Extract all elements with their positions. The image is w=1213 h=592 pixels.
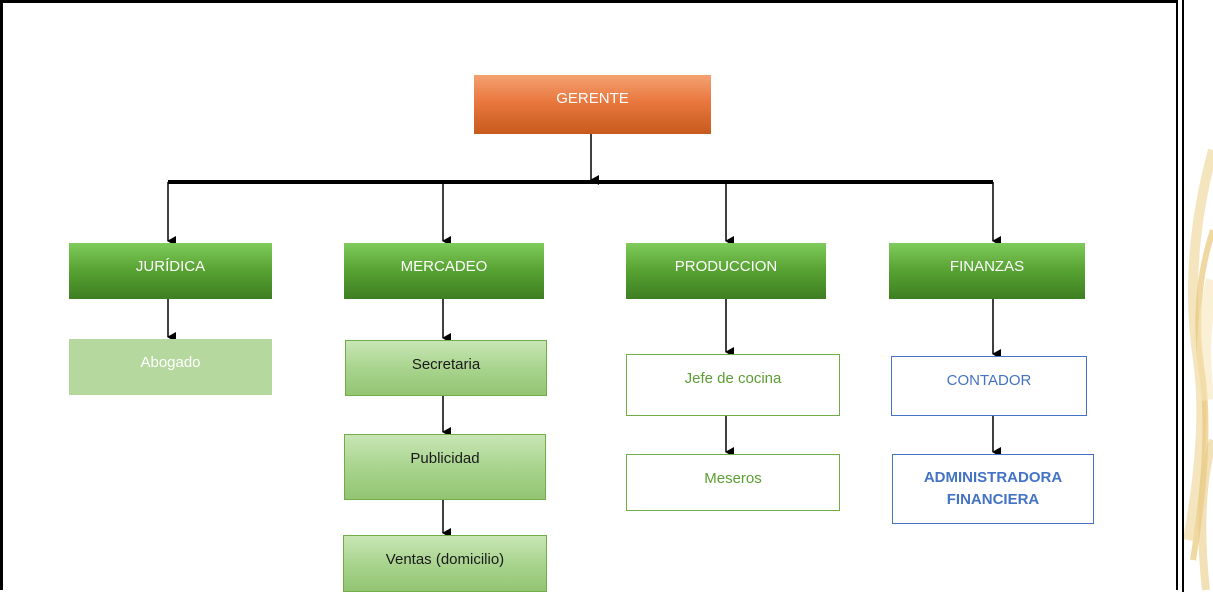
role-abogado-label: Abogado <box>140 354 201 371</box>
role-jefe-de-cocina-label: Jefe de cocina <box>684 370 782 387</box>
gerente-label: GERENTE <box>556 90 629 107</box>
dept-mercadeo-label: MERCADEO <box>400 258 488 275</box>
dept-finanzas-box: FINANZAS <box>889 243 1085 299</box>
role-jefe-de-cocina-box: Jefe de cocina <box>626 354 840 416</box>
connector-lines <box>167 134 1001 538</box>
role-contador-label: CONTADOR <box>946 372 1032 389</box>
role-secretaria-box: Secretaria <box>345 340 547 396</box>
gerente-box: GERENTE <box>474 75 711 134</box>
role-secretaria-label: Secretaria <box>411 356 481 373</box>
role-abogado-box: Abogado <box>69 339 272 395</box>
role-contador-box: CONTADOR <box>891 356 1087 416</box>
role-ventas-box: Ventas (domicilio) <box>343 535 547 592</box>
role-administradora-financiera-label: ADMINISTRADORA FINANCIERA <box>923 469 1063 508</box>
role-administradora-financiera-box: ADMINISTRADORA FINANCIERA <box>892 454 1094 524</box>
role-meseros-label: Meseros <box>704 470 762 487</box>
role-publicidad-box: Publicidad <box>344 434 546 500</box>
role-ventas-label: Ventas (domicilio) <box>385 551 505 568</box>
diagram-frame <box>0 0 1178 590</box>
dept-juridica-box: JURÍDICA <box>69 243 272 299</box>
dept-finanzas-label: FINANZAS <box>949 258 1025 275</box>
dept-produccion-label: PRODUCCION <box>674 258 778 275</box>
gold-swirl-decoration <box>1183 148 1213 591</box>
dept-mercadeo-box: MERCADEO <box>344 243 544 299</box>
dept-juridica-label: JURÍDICA <box>135 258 206 275</box>
role-publicidad-label: Publicidad <box>410 450 480 467</box>
dept-produccion-box: PRODUCCION <box>626 243 826 299</box>
right-border-line <box>1182 0 1184 592</box>
role-meseros-box: Meseros <box>626 454 840 511</box>
